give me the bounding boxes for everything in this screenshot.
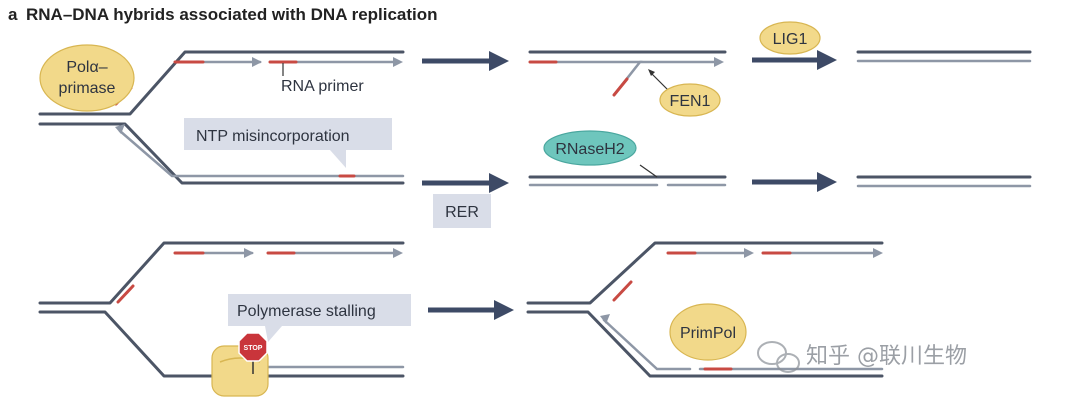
fork-2: [38, 241, 405, 378]
lig1-enzyme: [759, 21, 821, 55]
stall-lagging-arrowhead-2: [393, 248, 403, 258]
rnaseh2-pointer: [639, 164, 658, 178]
primpol-rna-fork: [612, 280, 633, 302]
primpol-enzyme: [669, 303, 747, 361]
fork-1: [38, 50, 405, 185]
stall-lagging-arrowhead: [244, 248, 254, 258]
fen1-label: FEN1: [670, 93, 711, 110]
ntp-box-pointer: [330, 150, 346, 168]
flap-rna: [612, 77, 629, 97]
primpol-lagging-arrowhead-a: [744, 248, 754, 258]
pol-alpha-label-2: primase: [59, 80, 116, 97]
ntp-misincorporation-box: [184, 118, 392, 150]
primpol-nascent-arrowhead: [600, 314, 610, 324]
stall-parental-bottom: [38, 310, 405, 378]
rnaseh2-enzyme: [543, 130, 637, 166]
stall-parental-top: [38, 241, 405, 305]
primpol-label: PrimPol: [680, 325, 736, 342]
lig1-label: LIG1: [773, 31, 808, 48]
pol-alpha-label-1: Polα–: [66, 59, 107, 76]
stop-sign-icon: [238, 332, 268, 362]
nascent-arrowhead: [393, 57, 403, 67]
fen1-pointer: [650, 72, 669, 91]
stop-sign-text: STOP: [244, 345, 263, 352]
fork-3: [526, 241, 884, 378]
primpol-lagging-arrowhead-b: [873, 248, 883, 258]
watermark-text: 知乎 @联川生物: [806, 344, 967, 369]
panel-letter: a: [8, 5, 18, 24]
primpol-nascent-left: [602, 318, 692, 371]
primpol-parental-bottom: [526, 310, 884, 378]
nascent-arrowhead-2: [252, 57, 262, 67]
primpol-parental-top: [526, 241, 884, 305]
pol-alpha-primase-enzyme: [39, 44, 135, 112]
flap-arrowhead: [714, 57, 724, 67]
flap-duplex: [528, 50, 727, 97]
rer-box: [433, 194, 491, 228]
rnaseh2-label: RNaseH2: [555, 141, 624, 158]
figure-title: RNA–DNA hybrids associated with DNA repl…: [26, 5, 438, 24]
polymerase-stalling-box: [228, 294, 411, 326]
rna-primer-label: RNA primer: [281, 78, 364, 95]
stall-box-pointer: [265, 326, 282, 342]
leading-arrowhead: [115, 124, 125, 134]
flap-nascent-left: [528, 60, 643, 97]
parental-strand-top: [38, 50, 405, 116]
fen1-pointer-head: [648, 69, 655, 76]
polymerase-stalling-label: Polymerase stalling: [237, 303, 376, 320]
parental-strand-bottom: [38, 122, 405, 185]
leading-nascent: [118, 129, 405, 178]
wechat-logo-icon: [757, 341, 800, 373]
fen1-enzyme: [659, 83, 721, 117]
rer-label: RER: [445, 204, 479, 221]
ntp-misincorporation-label: NTP misincorporation: [196, 128, 350, 145]
stall-rna-fork: [116, 284, 135, 304]
